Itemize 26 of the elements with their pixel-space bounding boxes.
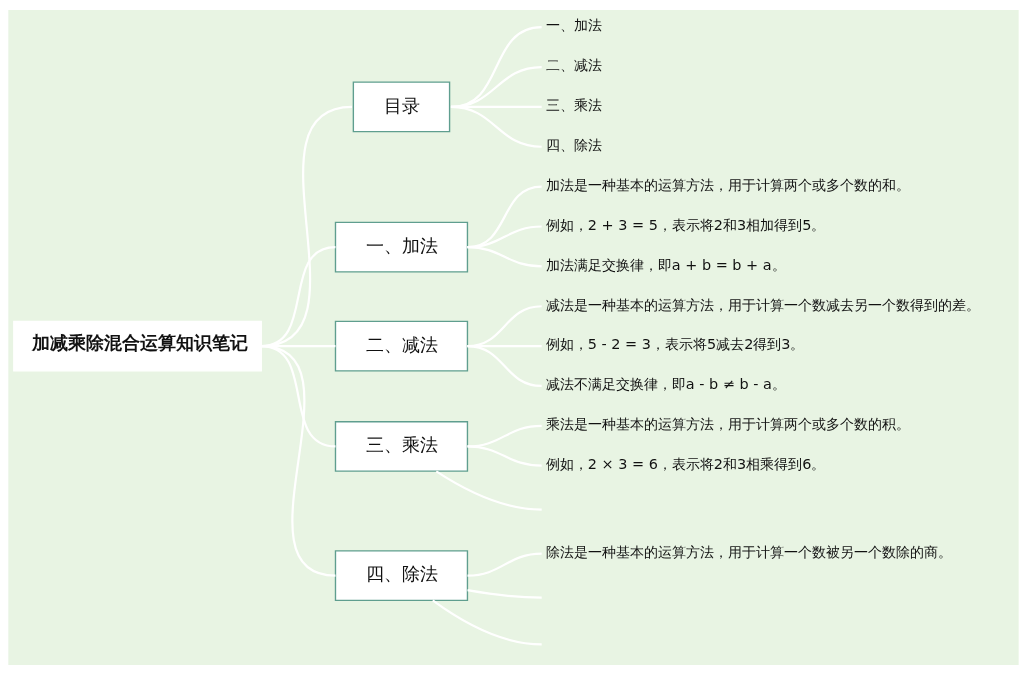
node-text: 例如，2 × 3 = 6，表示将2和3相乘得到6。: [545, 455, 826, 472]
node-text: 加法满足交换律，即a + b = b + a。: [545, 256, 786, 273]
node-text: 四、除法: [545, 137, 602, 154]
connector: [467, 552, 542, 577]
node-box: 目录: [352, 81, 451, 133]
connector: [467, 246, 542, 268]
node-text: 减法不满足交换律，即a - b ≠ b - a。: [545, 376, 786, 393]
node-text: 乘法是一种基本的运算方法，用于计算两个或多个数的积。: [545, 416, 910, 433]
connector: [467, 345, 542, 388]
node-text: 例如，5 - 2 = 3，表示将5减去2得到3。: [545, 336, 805, 353]
node-box: 二、减法: [334, 320, 469, 372]
connector: [435, 470, 542, 511]
node-box: 三、乘法: [334, 421, 469, 472]
node-text: 减法是一种基本的运算方法，用于计算一个数减去另一个数得到的差。: [545, 296, 980, 313]
node-text: 三、乘法: [545, 97, 602, 114]
node-box: 加减乘除混合运算知识笔记: [13, 320, 262, 372]
node-box: 四、除法: [334, 550, 469, 602]
node-text: 二、减法: [545, 57, 602, 74]
connector: [432, 599, 542, 646]
node-text: 除法是一种基本的运算方法，用于计算一个数被另一个数除的商。: [545, 543, 952, 560]
connector: [467, 589, 542, 599]
connector: [467, 445, 542, 467]
node-box: 一、加法: [334, 221, 469, 273]
node-text: 一、加法: [545, 17, 602, 34]
node-text: 加法是一种基本的运算方法，用于计算两个或多个数的和。: [545, 176, 910, 193]
node-text: 例如，2 + 3 = 5，表示将2和3相加得到5。: [545, 216, 826, 233]
